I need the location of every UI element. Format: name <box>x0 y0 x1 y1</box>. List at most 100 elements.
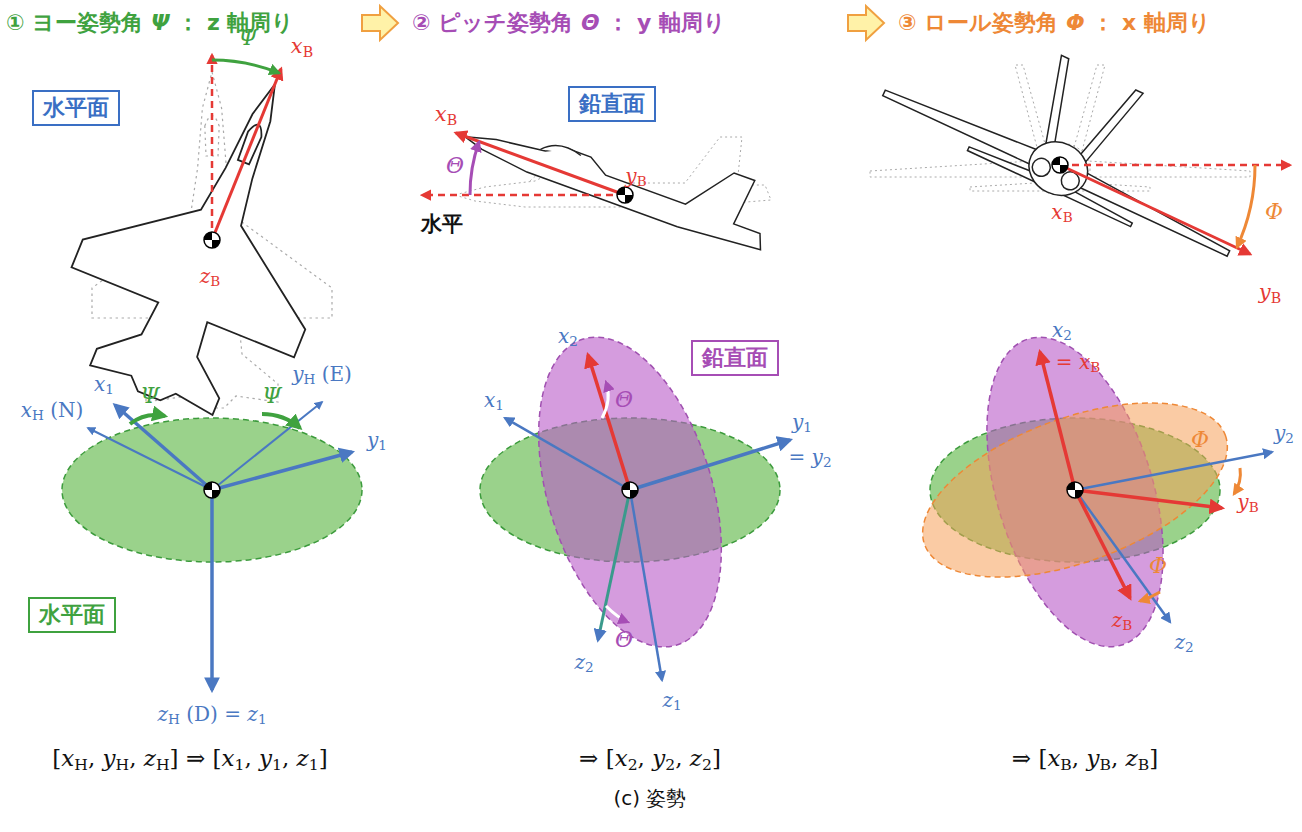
subscript: B <box>1099 755 1110 774</box>
subscript: B <box>637 173 647 189</box>
axis-label: z2 <box>1174 631 1193 654</box>
subscript: 1 <box>803 419 812 435</box>
math-symbol: x <box>94 372 105 396</box>
math-symbol: y <box>103 745 116 771</box>
box-label: 水平面 <box>43 95 109 120</box>
axis-label: z1 <box>662 689 681 712</box>
axis-label: zB <box>1112 609 1133 632</box>
transform-formula: [xH, yH, zH] ⇒ [x1, y1, z1] <box>52 745 327 771</box>
math-symbol: x <box>1079 350 1090 374</box>
subscript: H <box>156 755 170 774</box>
subscript: 1 <box>673 697 682 713</box>
axis-label: x1 <box>484 389 504 412</box>
math-symbol: y <box>1274 421 1285 445</box>
subscript: B <box>447 111 457 127</box>
figure-caption: (c) 姿勢 <box>614 787 687 810</box>
step-heading: ② ピッチ姿勢角 Θ ： y 軸周り <box>412 10 726 35</box>
subscript: B <box>1063 209 1073 225</box>
plane-box: 水平面 <box>32 90 120 126</box>
subscript: H <box>32 407 44 423</box>
plane-box: 鉛直面 <box>691 340 779 376</box>
subscript: 1 <box>378 437 387 453</box>
subscript: B <box>1060 755 1071 774</box>
math-symbol: Θ <box>615 627 633 652</box>
math-symbol: z <box>200 264 211 288</box>
subscript: B <box>303 43 313 59</box>
axis-label: y1 <box>367 429 387 452</box>
axis-label: xH (N) <box>21 399 84 422</box>
subscript: 2 <box>702 755 712 774</box>
subscript: 1 <box>272 755 282 774</box>
axis-label: = y2 <box>788 446 831 469</box>
math-symbol: y <box>292 362 303 386</box>
axis-label: = xB <box>1056 351 1100 374</box>
math-symbol: Φ <box>1066 10 1085 35</box>
angle-label: Φ <box>1265 199 1283 224</box>
box-label: 鉛直面 <box>579 91 645 116</box>
axis-label: xB <box>1051 201 1072 224</box>
axis-label: yH (E) <box>292 363 352 386</box>
angle-label: Φ <box>1149 553 1167 578</box>
math-symbol: Θ <box>446 153 464 178</box>
math-symbol: x <box>1052 318 1063 342</box>
reference-note: 水平 <box>421 212 463 236</box>
math-symbol: Θ <box>581 10 600 35</box>
axis-label: zB <box>200 265 221 288</box>
math-symbol: z <box>157 702 168 726</box>
angle-label: Ψ <box>262 383 281 408</box>
axis-label: y1 <box>792 411 812 434</box>
math-symbol: y <box>812 445 823 469</box>
math-symbol: Φ <box>1149 553 1167 578</box>
math-symbol: z <box>1126 745 1138 771</box>
subscript: 2 <box>823 454 832 470</box>
math-symbol: z <box>662 688 673 712</box>
axis-label: xB <box>291 34 313 58</box>
subscript: B <box>1138 755 1149 774</box>
subscript: 2 <box>1185 639 1194 655</box>
math-symbol: x <box>61 745 74 771</box>
math-symbol: y <box>652 745 665 771</box>
plane-box: 水平面 <box>28 597 116 633</box>
math-symbol: Θ <box>615 387 633 412</box>
math-symbol: x <box>21 398 32 422</box>
subscript: 2 <box>569 333 578 349</box>
math-symbol: Φ <box>1191 427 1209 452</box>
subscript: 2 <box>628 755 638 774</box>
math-symbol: z <box>297 745 309 771</box>
axis-label: z2 <box>574 651 593 674</box>
math-symbol: x <box>221 745 234 771</box>
subscript: B <box>210 273 220 289</box>
math-symbol: Ψ <box>238 25 257 50</box>
subscript: 1 <box>309 755 319 774</box>
plane-box: 鉛直面 <box>568 86 656 122</box>
math-symbol: Ψ <box>140 383 159 408</box>
angle-label: Ψ <box>140 383 159 408</box>
axis-label: x2 <box>1052 319 1072 342</box>
subscript: 1 <box>258 711 267 727</box>
axis-label: x2 <box>558 325 578 348</box>
math-symbol: y <box>1259 280 1271 304</box>
subscript: B <box>1249 499 1259 515</box>
axis-label: xB <box>435 102 457 126</box>
math-symbol: Ψ <box>262 383 281 408</box>
subscript: 2 <box>1063 327 1072 343</box>
transform-formula: ⇒ [xB, yB, zB] <box>1012 745 1158 771</box>
angle-label: Φ <box>1191 427 1209 452</box>
box-label: 水平面 <box>39 602 105 627</box>
math-symbol: x <box>615 745 628 771</box>
math-symbol: x <box>435 102 447 126</box>
axis-label: yB <box>1259 280 1281 304</box>
math-symbol: z <box>1112 608 1123 632</box>
axis-label: y2 <box>1274 422 1294 445</box>
subscript: 1 <box>495 397 504 413</box>
angle-label: Ψ <box>238 25 257 50</box>
subscript: B <box>1090 359 1100 375</box>
math-symbol: x <box>1051 200 1062 224</box>
subscript: B <box>1122 617 1132 633</box>
math-symbol: y <box>259 745 272 771</box>
axis-label: x1 <box>94 373 114 396</box>
axis-label: yB <box>625 165 646 188</box>
subscript: B <box>1271 289 1281 305</box>
math-symbol: z <box>1174 630 1185 654</box>
